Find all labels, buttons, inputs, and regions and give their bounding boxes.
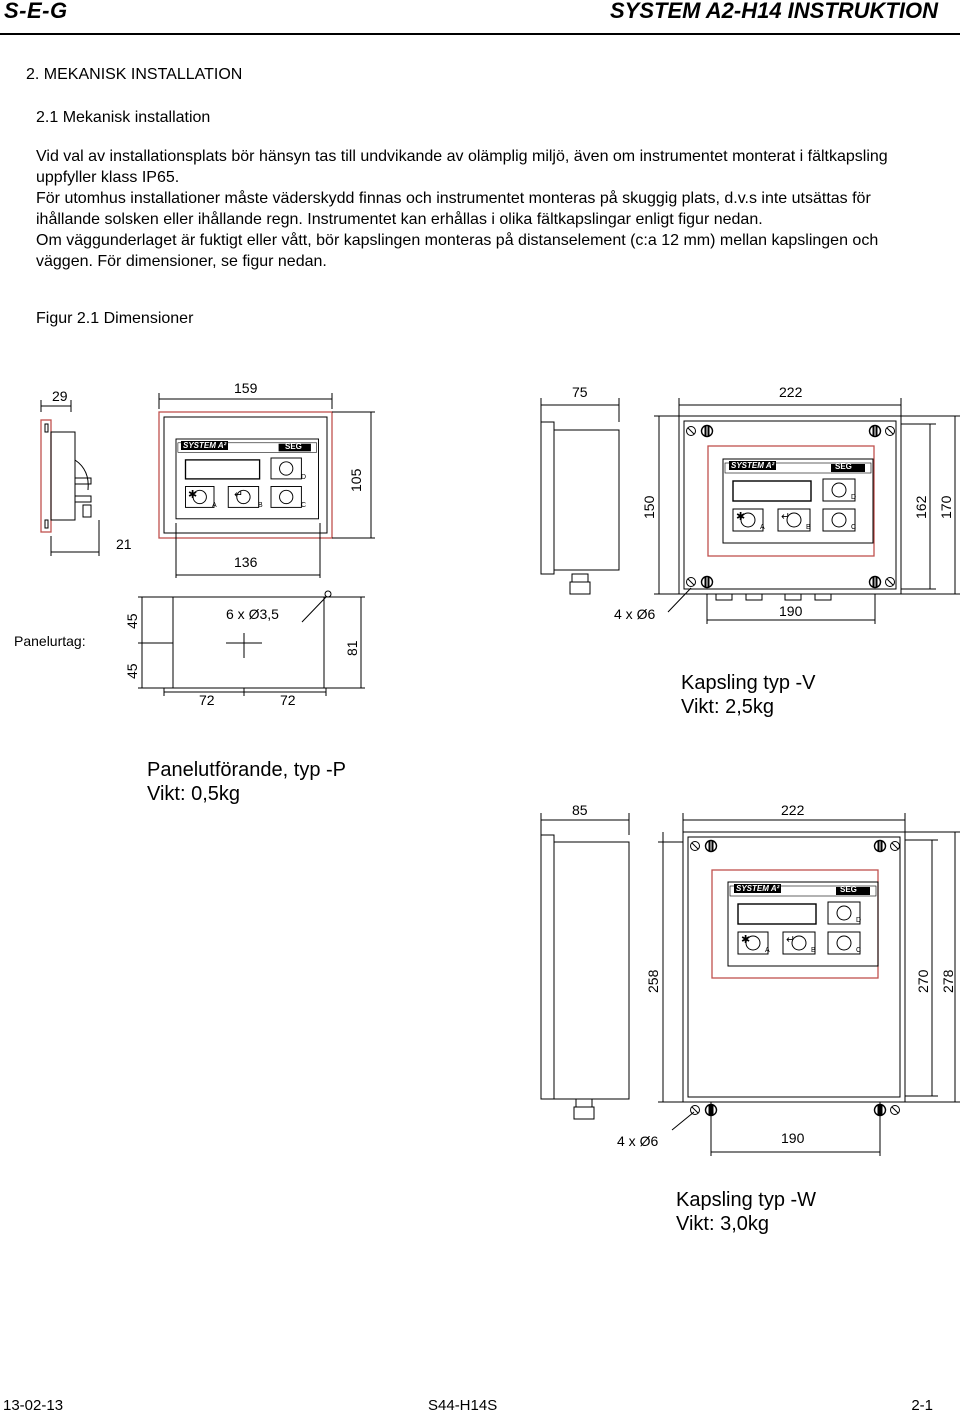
key-b-symbol: ↵ [786,934,796,946]
enclosure-v-side-view [540,398,620,595]
key-b-letter: B [258,502,263,509]
dim-45-bottom: 45 [124,663,140,679]
dim-panel-depth: 29 [52,388,68,404]
device-logo-v: SEG [835,462,852,471]
device-brand-p: SYSTEM A² [181,441,229,450]
dim-panel-width: 159 [234,380,258,396]
enclosure-w-caption: Kapsling typ -W Vikt: 3,0kg [676,1188,816,1236]
dim-v-depth: 75 [572,384,588,400]
dim-w-width: 222 [781,802,805,818]
key-d-letter: D [856,917,862,924]
dim-v-162: 162 [913,495,929,519]
label-panel-cutout: Panelurtag: [14,633,86,649]
panel-title: Panelutförande, typ -P [147,759,347,781]
key-b-letter: B [811,947,816,954]
dim-81: 81 [344,640,360,656]
dim-v-holes: 4 x Ø6 [614,606,656,622]
dim-panel-front: 21 [116,536,132,552]
enclosure-v-weight: Vikt: 2,5kg [681,696,775,718]
device-logo-w: SEG [840,885,857,894]
device-brand-v: SYSTEM A² [729,461,777,470]
device-brand-w: SYSTEM A² [734,884,782,893]
key-d-letter: D [851,494,857,501]
key-b-symbol: ↵ [234,489,244,501]
enclosure-w-title: Kapsling typ -W [676,1189,817,1211]
dim-panel-height: 105 [348,468,364,492]
dim-72-left: 72 [199,692,215,708]
body-text: Vid val av installationsplats bör hänsyn… [36,146,916,272]
paragraph-3: Om väggunderlaget är fuktigt eller vått,… [36,232,879,270]
dim-w-depth: 85 [572,802,588,818]
key-c-letter: C [856,947,862,954]
dim-v-170: 170 [938,495,954,519]
dim-cutout-width: 136 [234,554,258,570]
dim-v-150: 150 [641,495,657,519]
dim-v-width: 222 [779,384,803,400]
header-rule [0,33,960,35]
key-a-letter: A [760,524,765,531]
panel-cutout [138,590,365,696]
dim-w-190: 190 [781,1130,805,1146]
enclosure-w-weight: Vikt: 3,0kg [676,1213,770,1235]
footer-doc: S44-H14S [428,1397,498,1414]
footer-page: 2-1 [911,1397,933,1414]
dim-w-270: 270 [915,969,931,993]
key-a-symbol: ✱ [736,511,746,523]
dim-45-top: 45 [124,613,140,629]
dim-w-258: 258 [645,969,661,993]
panel-weight: Vikt: 0,5kg [147,783,241,805]
enclosure-v-front-view [654,398,960,624]
dim-cutout-holes: 6 x Ø3,5 [226,606,279,622]
enclosure-v-caption: Kapsling typ -V Vikt: 2,5kg [681,671,816,719]
device-logo-p: SEG [285,442,302,451]
key-c-letter: C [301,502,307,509]
paragraph-1: Vid val av installationsplats bör hänsyn… [36,148,888,186]
panel-caption: Panelutförande, typ -P Vikt: 0,5kg [147,758,346,806]
key-c-letter: C [851,524,857,531]
key-d-letter: D [301,474,307,481]
paragraph-2: För utomhus installationer måste vädersk… [36,190,871,228]
dim-w-278: 278 [940,969,956,993]
panel-front-view [158,393,375,578]
header-title: SYSTEM A2-H14 INSTRUKTION [609,0,938,23]
header-brand: S-E-G [4,0,68,23]
section-title: 2. MEKANISK INSTALLATION [26,66,243,83]
key-b-letter: B [806,524,811,531]
dim-w-holes: 4 x Ø6 [617,1133,659,1149]
key-a-letter: A [212,502,217,509]
footer-date: 13-02-13 [3,1397,64,1414]
enclosure-v-title: Kapsling typ -V [681,672,816,694]
key-a-letter: A [765,947,770,954]
dim-v-190: 190 [779,603,803,619]
key-a-symbol: ✱ [188,489,198,501]
panel-side-view [40,400,100,556]
figure-caption: Figur 2.1 Dimensioner [36,310,194,327]
key-a-symbol: ✱ [741,934,751,946]
key-b-symbol: ↵ [781,511,791,523]
enclosure-w-side-view [540,813,630,1120]
enclosure-w-front-view [658,813,960,1156]
subsection-title: 2.1 Mekanisk installation [36,109,211,126]
dim-72-right: 72 [280,692,296,708]
